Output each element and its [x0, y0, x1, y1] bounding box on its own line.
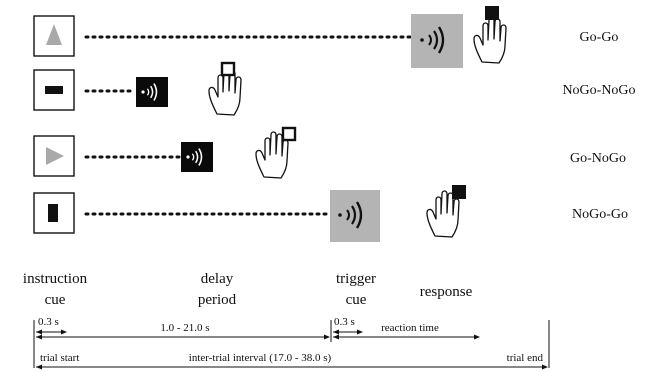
phase-label-trigger: trigger: [336, 271, 376, 287]
speaker-dot-icon: [141, 90, 145, 94]
triangle-right-icon: [46, 147, 64, 165]
phase-label-instruction-cue: cue: [45, 292, 66, 308]
timeline: [33, 320, 550, 370]
phase-label-response: response: [420, 284, 473, 300]
filled-square-icon: [452, 185, 466, 199]
phase-label-trigger-cue: cue: [346, 292, 367, 308]
instruction-cue-box: [33, 69, 75, 111]
instruction-cue-box: [33, 192, 75, 234]
row-go-go: Go-Go: [33, 6, 619, 68]
hand-icon: [473, 16, 507, 64]
speaker-dot-icon: [186, 155, 190, 159]
trigger-sound-highlighted: [411, 14, 463, 68]
vertical-rectangle-icon: [48, 204, 58, 222]
row-nogo-go: NoGo-Go: [33, 185, 628, 242]
trigger-sound-dark: [136, 77, 168, 107]
speaker-dot-icon: [420, 38, 424, 42]
speaker-dot-icon: [338, 213, 342, 217]
condition-label: Go-Go: [580, 30, 619, 45]
instruction-duration-label: 0.3 s: [38, 316, 59, 328]
trigger-sound-highlighted: [330, 190, 380, 242]
row-nogo-nogo: NoGo-NoGo: [33, 61, 636, 116]
reaction-time-label: reaction time: [381, 322, 439, 334]
trial-start-label: trial start: [40, 352, 79, 364]
open-square-icon: [220, 61, 236, 77]
phase-label-delay: delay: [201, 271, 234, 287]
trigger-sound-dark: [181, 142, 213, 172]
filled-square-icon: [485, 6, 499, 20]
condition-label: Go-NoGo: [570, 151, 626, 166]
delay-duration-label: 1.0 - 21.0 s: [160, 322, 209, 334]
inter-trial-interval-label: inter-trial interval (17.0 - 38.0 s): [189, 352, 332, 364]
row-go-nogo: Go-NoGo: [33, 126, 626, 179]
trigger-duration-label: 0.3 s: [334, 316, 355, 328]
triangle-up-icon: [46, 24, 62, 45]
horizontal-rectangle-icon: [45, 86, 63, 94]
trial-end-label: trial end: [507, 352, 544, 364]
phase-label-instruction: instruction: [23, 271, 88, 287]
condition-label: NoGo-Go: [572, 207, 628, 222]
open-square-icon: [281, 126, 297, 142]
condition-label: NoGo-NoGo: [562, 83, 635, 98]
phase-label-delay-period: period: [198, 292, 237, 308]
